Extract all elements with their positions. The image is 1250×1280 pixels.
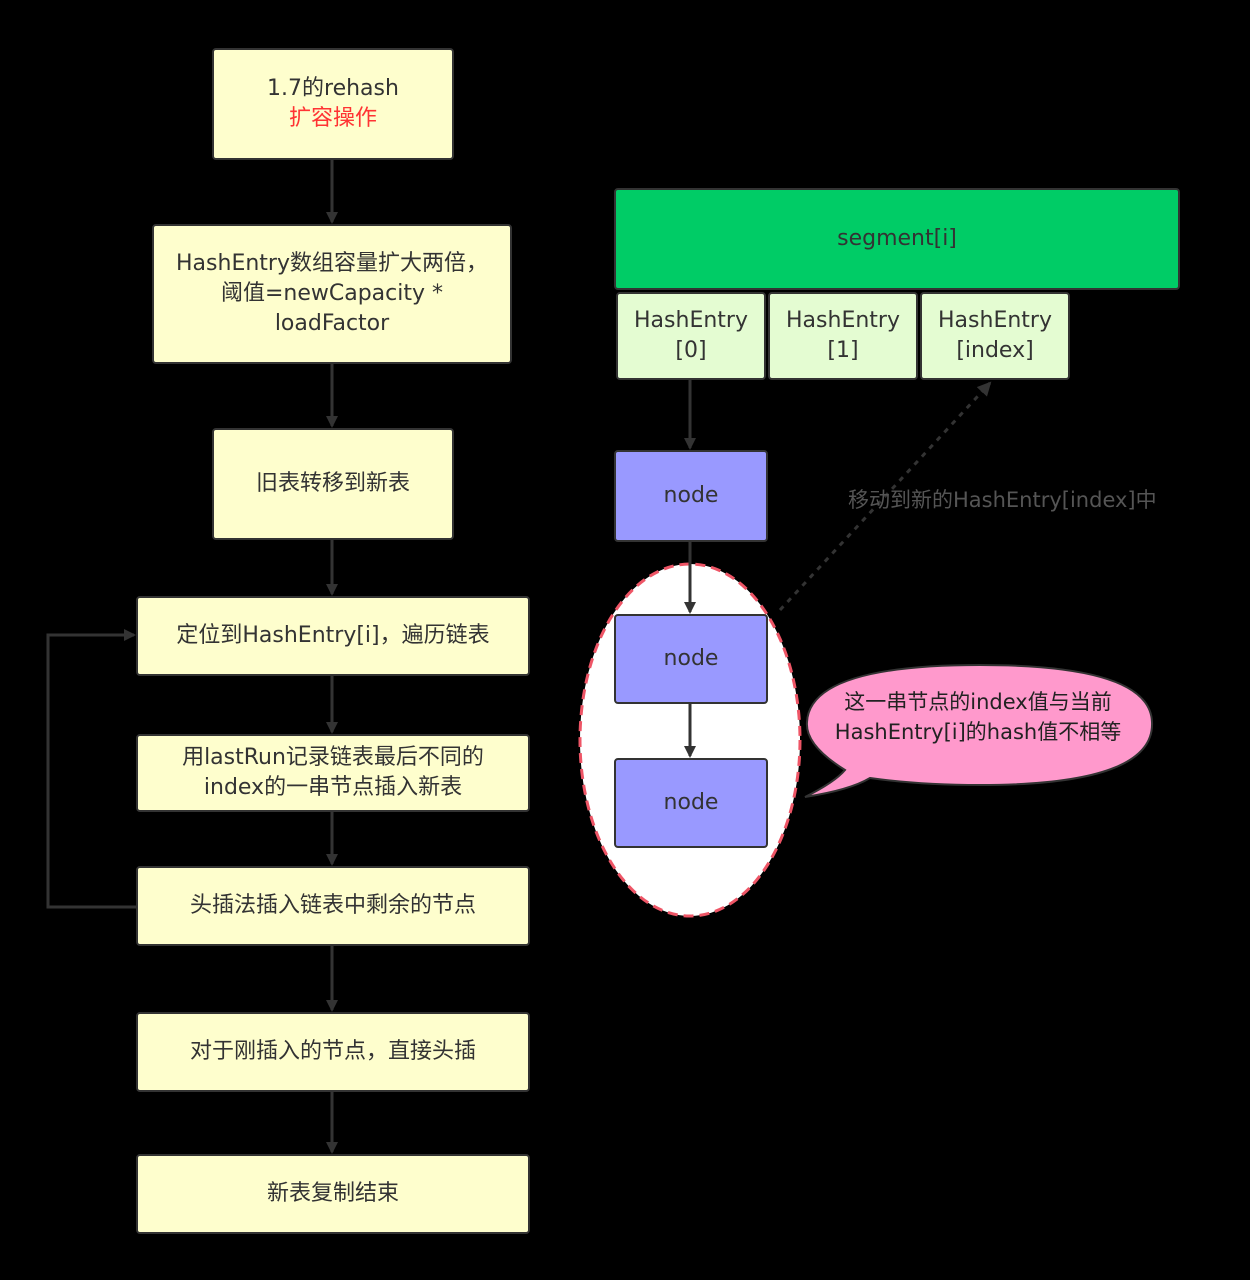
flow-step-transfer-text: 旧表转移到新表	[255, 471, 410, 496]
flow-step-start-subtitle: 扩容操作	[288, 106, 377, 131]
flow-step-start: 1.7的rehash 扩容操作	[212, 48, 454, 160]
node-2-label: node	[663, 646, 719, 671]
flow-step-direct: 对于刚插入的节点，直接头插	[136, 1012, 530, 1092]
hash-entry-1-label: HashEntry[1]	[786, 308, 900, 363]
bubble-text: 这一串节点的index值与当前HashEntry[i]的hash值不相等	[834, 690, 1122, 744]
node-1-label: node	[663, 483, 719, 508]
segment-label: segment[i]	[837, 226, 957, 251]
node-1: node	[614, 450, 768, 542]
flow-step-lastrun-text: 用lastRun记录链表最后不同的index的一串节点插入新表	[182, 745, 484, 800]
flow-step-headinsert-text: 头插法插入链表中剩余的节点	[189, 893, 476, 918]
hash-entry-index-label: HashEntry[index]	[938, 308, 1052, 363]
flow-step-end-text: 新表复制结束	[266, 1181, 399, 1206]
bubble-shape	[804, 663, 1154, 798]
flow-step-lastrun: 用lastRun记录链表最后不同的index的一串节点插入新表	[136, 734, 530, 812]
node-3: node	[614, 758, 768, 848]
node-2: node	[614, 614, 768, 704]
flow-step-locate: 定位到HashEntry[i]，遍历链表	[136, 596, 530, 676]
segment-block: segment[i]	[614, 188, 1180, 290]
flow-step-resize-text: HashEntry数组容量扩大两倍，阈值=newCapacity * loadF…	[176, 251, 488, 336]
flow-step-end: 新表复制结束	[136, 1154, 530, 1234]
hash-entry-index: HashEntry[index]	[920, 292, 1070, 380]
hash-entry-1: HashEntry[1]	[768, 292, 918, 380]
hash-entry-0-label: HashEntry[0]	[634, 308, 748, 363]
flow-step-resize: HashEntry数组容量扩大两倍，阈值=newCapacity * loadF…	[152, 224, 512, 364]
flow-step-headinsert: 头插法插入链表中剩余的节点	[136, 866, 530, 946]
node-3-label: node	[663, 790, 719, 815]
arrow-move-dashed	[778, 381, 992, 612]
flow-step-start-title: 1.7的rehash	[267, 76, 399, 101]
flow-step-transfer: 旧表转移到新表	[212, 428, 454, 540]
loop-arrow	[46, 629, 136, 909]
flow-step-direct-text: 对于刚插入的节点，直接头插	[189, 1039, 476, 1064]
hash-entry-0: HashEntry[0]	[616, 292, 766, 380]
flow-step-locate-text: 定位到HashEntry[i]，遍历链表	[176, 623, 490, 648]
move-annotation: 移动到新的HashEntry[index]中	[848, 488, 1157, 512]
